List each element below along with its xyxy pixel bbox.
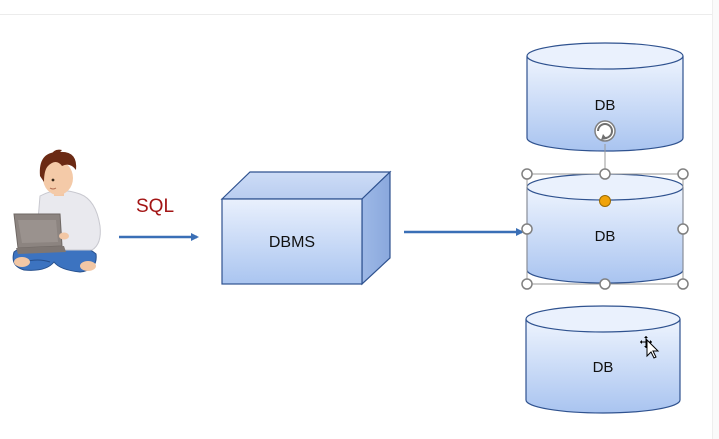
- db-cylinder-2[interactable]: [526, 173, 684, 284]
- dbms-label: DBMS: [269, 234, 315, 251]
- dbms-box[interactable]: [220, 170, 392, 286]
- sql-label: SQL: [136, 196, 174, 217]
- ribbon-divider: [0, 14, 719, 15]
- db-label-1: DB: [595, 97, 616, 114]
- db-label-3: DB: [593, 359, 614, 376]
- scrollbar-edge: [712, 0, 719, 439]
- db-cylinder-1[interactable]: [526, 42, 684, 152]
- mouse-move-cursor-icon: [640, 336, 660, 359]
- adjustment-handle[interactable]: [599, 195, 611, 207]
- resize-handles[interactable]: [521, 168, 689, 290]
- rotate-handle-icon[interactable]: [594, 120, 616, 142]
- db-label-2: DB: [595, 228, 616, 245]
- person-with-laptop-icon[interactable]: [12, 149, 101, 273]
